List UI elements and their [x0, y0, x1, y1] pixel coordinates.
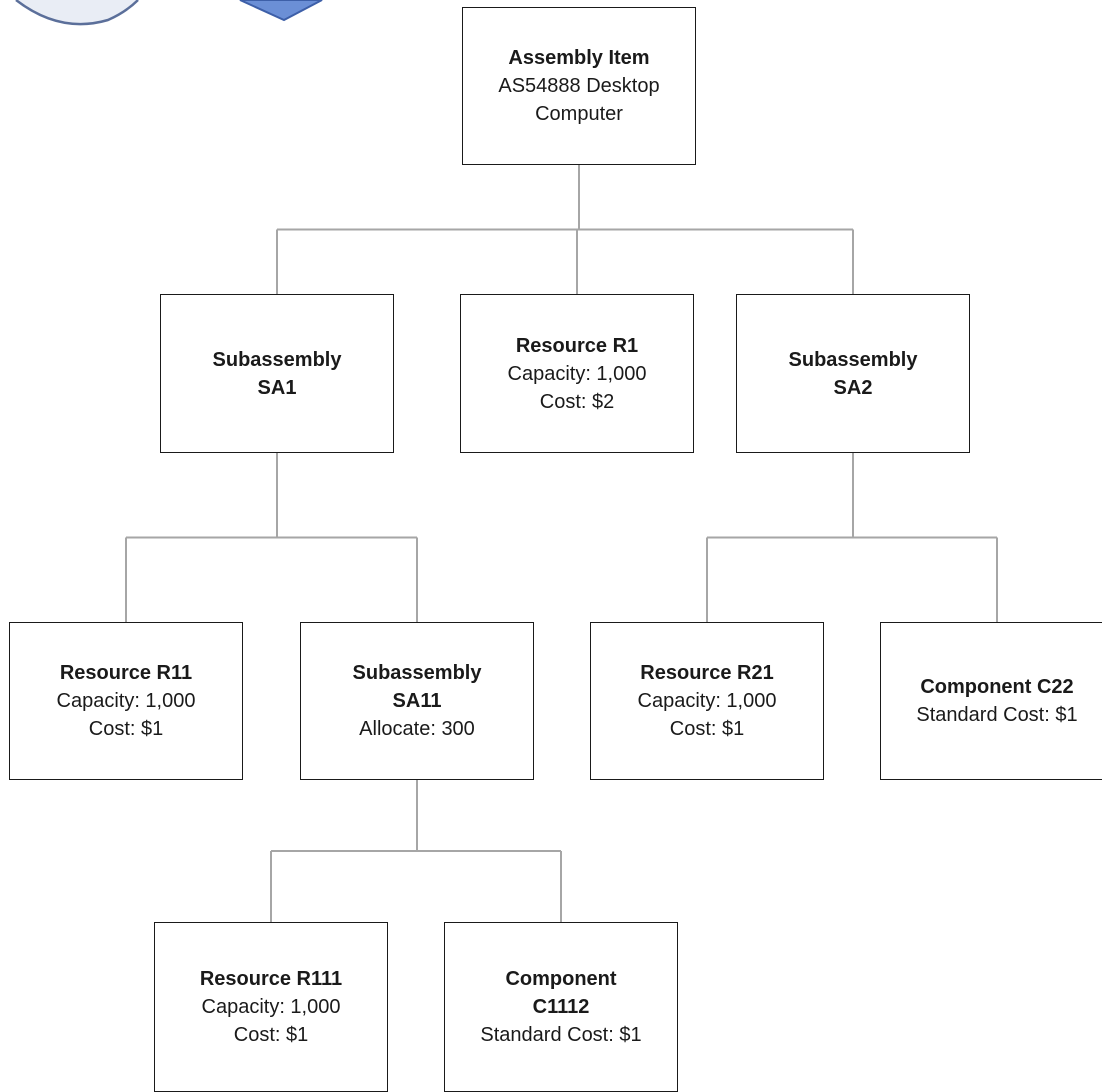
r111-title: Resource R111	[199, 968, 343, 990]
assembly-title: Assembly Item	[508, 47, 650, 69]
sa2-title: Subassembly	[788, 348, 918, 371]
sa11-title: SA11	[392, 690, 442, 712]
decorative-shapes	[15, 0, 323, 26]
sa1-title: SA1	[257, 376, 297, 399]
node-component-c1112: Component C1112 Standard Cost: $1	[444, 922, 678, 1092]
node-resource-r1: Resource R1 Capacity: 1,000 Cost: $2	[460, 294, 694, 453]
r111-line: Cost: $1	[233, 1024, 309, 1046]
node-subassembly-sa1: Subassembly SA1	[160, 294, 394, 453]
sa11-title: Subassembly	[352, 662, 482, 684]
assembly-line: AS54888 Desktop	[498, 75, 660, 97]
r11-title: Resource R11	[59, 662, 193, 684]
node-resource-r21: Resource R21 Capacity: 1,000 Cost: $1	[590, 622, 824, 780]
r1-line: Cost: $2	[539, 390, 615, 413]
r21-line: Capacity: 1,000	[637, 690, 777, 712]
r21-line: Cost: $1	[669, 718, 745, 740]
node-component-c22: Component C22 Standard Cost: $1	[880, 622, 1102, 780]
sa11-line: Allocate: 300	[359, 718, 475, 740]
c1112-title: C1112	[532, 996, 590, 1018]
node-assembly-item: Assembly Item AS54888 Desktop Computer	[462, 7, 696, 165]
c1112-title: Component	[505, 968, 617, 990]
diamond-shape	[239, 0, 323, 22]
node-subassembly-sa11: Subassembly SA11 Allocate: 300	[300, 622, 534, 780]
r1-title: Resource R1	[515, 334, 639, 357]
node-subassembly-sa2: Subassembly SA2	[736, 294, 970, 453]
r1-line: Capacity: 1,000	[507, 362, 647, 385]
r111-line: Capacity: 1,000	[201, 996, 341, 1018]
c1112-line: Standard Cost: $1	[480, 1024, 642, 1046]
r21-title: Resource R21	[640, 662, 774, 684]
r11-line: Cost: $1	[88, 718, 164, 740]
sa2-title: SA2	[833, 376, 873, 399]
c22-line: Standard Cost: $1	[916, 704, 1078, 726]
r11-line: Capacity: 1,000	[56, 690, 196, 712]
c22-title: Component C22	[920, 676, 1074, 698]
node-resource-r11: Resource R11 Capacity: 1,000 Cost: $1	[9, 622, 243, 780]
circle-shape	[15, 0, 139, 26]
node-resource-r111: Resource R111 Capacity: 1,000 Cost: $1	[154, 922, 388, 1092]
sa1-title: Subassembly	[212, 348, 342, 371]
assembly-line: Computer	[535, 103, 623, 125]
